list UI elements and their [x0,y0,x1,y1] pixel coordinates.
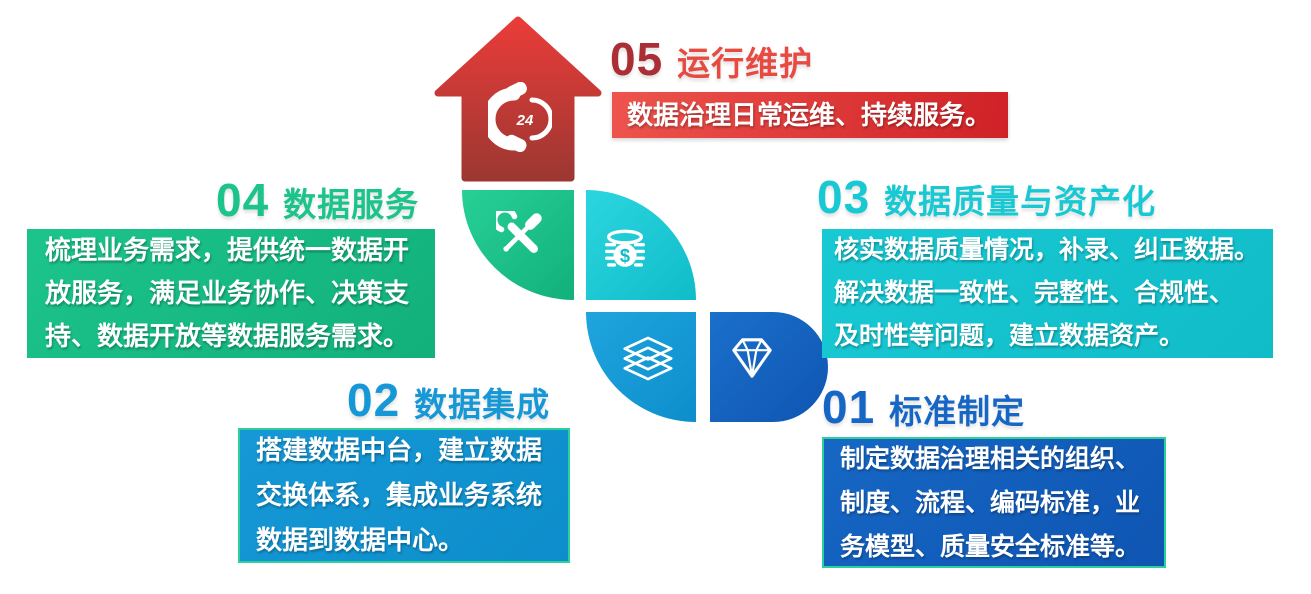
dollar-symbol: $ [620,245,630,266]
petal-standards [710,312,828,422]
layers-icon [623,336,673,380]
step-2-header: 02 数据集成 [347,377,550,423]
step-2-number: 02 [347,374,401,426]
phone-badge-24: 24 [516,112,534,129]
petal-data-quality: $ [586,190,696,300]
step-5-number: 05 [610,33,664,85]
step-4-header: 04 数据服务 [216,177,419,223]
step-2-description-box: 搭建数据中台，建立数据 交换体系，集成业务系统 数据到数据中心。 [238,428,570,563]
step-3-number: 03 [817,171,871,223]
step-2-title: 数据集成 [414,386,551,423]
up-arrow-shape: 24 [434,16,602,182]
step-3-title: 数据质量与资产化 [884,183,1157,220]
step-1-title: 标准制定 [889,393,1026,430]
petal-data-integration [586,312,696,422]
step-4-title: 数据服务 [283,186,420,223]
step-5-header: 05 运行维护 [610,36,813,82]
tools-icon [496,211,542,253]
phone-24h-icon: 24 [488,82,552,152]
step-3-description-box: 核实数据质量情况，补录、纠正数据。 解决数据一致性、完整性、合规性、 及时性等问… [822,229,1273,358]
step-1-header: 01 标准制定 [822,384,1025,430]
coins-dollar-icon: $ [605,229,645,267]
step-5-description-banner: 数据治理日常运维、持续服务。 [612,92,1008,138]
diamond-icon [732,338,772,378]
step-4-number: 04 [216,174,270,226]
petal-data-service [462,190,574,300]
step-1-number: 01 [822,381,876,433]
step-4-description-box: 梳理业务需求，提供统一数据开 放服务，满足业务协作、决策支 持、数据开放等数据服… [27,229,435,358]
step-5-title: 运行维护 [677,45,814,82]
step-3-header: 03 数据质量与资产化 [817,174,1156,220]
step-1-description-box: 制定数据治理相关的组织、 制度、流程、编码标准，业 务模型、质量安全标准等。 [822,437,1166,568]
